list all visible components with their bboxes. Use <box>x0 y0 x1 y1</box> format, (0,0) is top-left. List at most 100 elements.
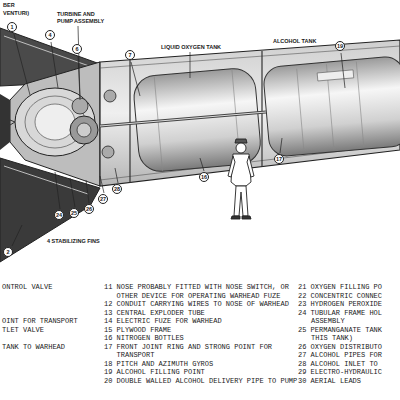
label-holder: 2 <box>3 247 13 257</box>
label-holder: 27 ALCOHOL PIPES FOR <box>298 351 382 360</box>
label-holder: ALCOHOL TANK <box>272 38 318 45</box>
legend-entry: 17 FRONT JOINT RING AND STRONG POINT FOR… <box>104 343 307 360</box>
label-holder: 21 OXYGEN FILLING PO <box>298 283 382 292</box>
label-holder: 23 HYDROGEN PEROXIDE <box>298 300 382 309</box>
legend-entry: 27 ALCOHOL PIPES FOR <box>298 351 382 360</box>
label-holder: 16 NITROGEN BOTTLES <box>104 334 307 343</box>
part-label: BER <box>2 2 16 9</box>
label-holder: THIS TANK) <box>311 334 353 343</box>
callout-number: 6 <box>72 44 82 54</box>
callout-number: 25 <box>69 208 79 218</box>
callout-number: 26 <box>84 204 94 214</box>
legend-entry: OINT FOR TRANSPORT <box>2 317 78 326</box>
label-holder: 4 STABILIZING FINS <box>46 238 101 245</box>
label-holder: 25 <box>69 208 79 218</box>
tail-section <box>10 62 100 186</box>
legend-entry: 26 OXYGEN DISTRIBUTO <box>298 343 382 352</box>
legend-entry: ONTROL VALVE <box>2 283 52 292</box>
label-holder: TURBINE AND PUMP ASSEMBLY <box>56 11 106 24</box>
label-holder: 22 CONCENTRIC CONNEC <box>298 292 382 301</box>
label-holder: 12 CONDUIT CARRYING WIRES TO NOSE OF WAR… <box>104 300 307 309</box>
label-holder: 26 OXYGEN DISTRIBUTO <box>298 343 382 352</box>
alcohol-delivery-pipe <box>100 112 266 126</box>
turbine-pump <box>70 116 98 144</box>
callout-number: 2 <box>3 247 13 257</box>
label-holder: 11 NOSE PROBABLY FITTED WITH NOSE SWITCH… <box>104 283 307 300</box>
legend-entry: 14 ELECTRIC FUZE FOR WARHEAD <box>104 317 307 326</box>
legend-entry: 15 PLYWOOD FRAME <box>104 326 307 335</box>
legend-entry: 11 NOSE PROBABLY FITTED WITH NOSE SWITCH… <box>104 283 307 300</box>
label-holder: 17 FRONT JOINT RING AND STRONG POINT FOR… <box>104 343 307 360</box>
callout-number: 16 <box>199 172 209 182</box>
exhaust-nozzle <box>0 94 10 150</box>
callout-number: 17 <box>274 154 284 164</box>
label-holder: TLET VALVE <box>2 326 44 335</box>
label-holder: 19 <box>335 41 345 51</box>
callout-number: 4 <box>45 30 55 40</box>
alcohol-tank <box>262 56 400 158</box>
legend-entry: 30 AERIAL LEADS <box>298 377 361 386</box>
label-holder: 6 <box>72 44 82 54</box>
label-holder: ASSEMBLY <box>311 317 345 326</box>
label-holder: 18 PITCH AND AZIMUTH GYROS <box>104 360 307 369</box>
label-holder: 19 ALCOHOL FILLING POINT <box>104 368 307 377</box>
label-holder: 1 <box>7 22 17 32</box>
label-holder: VENTURI) <box>2 10 30 17</box>
hydrogen-peroxide-tank <box>102 146 114 158</box>
part-label: 4 STABILIZING FINS <box>46 238 101 245</box>
label-holder: 15 PLYWOOD FRAME <box>104 326 307 335</box>
callout-number: 24 <box>54 210 64 220</box>
legend-entry: 23 HYDROGEN PEROXIDE <box>298 300 382 309</box>
label-holder: ONTROL VALVE <box>2 283 52 292</box>
legend-entry: 24 TUBULAR FRAME HOL <box>298 309 382 318</box>
label-holder: 26 <box>84 204 94 214</box>
legend-entry: 21 OXYGEN FILLING PO <box>298 283 382 292</box>
legend-entry: 16 NITROGEN BOTTLES <box>104 334 307 343</box>
part-label: TURBINE AND PUMP ASSEMBLY <box>56 11 106 24</box>
label-holder: LIQUID OXYGEN TANK <box>160 44 222 51</box>
legend-entry: 25 PERMANGANATE TANK <box>298 326 382 335</box>
part-label: LIQUID OXYGEN TANK <box>160 44 222 51</box>
callout-number: 1 <box>7 22 17 32</box>
legend-entry: 22 CONCENTRIC CONNEC <box>298 292 382 301</box>
label-holder: 4 <box>45 30 55 40</box>
part-label: VENTURI) <box>2 10 30 17</box>
label-holder: 17 <box>274 154 284 164</box>
callout-number: 19 <box>335 41 345 51</box>
label-holder: 24 <box>54 210 64 220</box>
label-holder: 16 <box>199 172 209 182</box>
label-holder: 27 <box>98 194 108 204</box>
legend-entry: TLET VALVE <box>2 326 44 335</box>
label-holder: 25 PERMANGANATE TANK <box>298 326 382 335</box>
label-holder: 7 <box>125 50 135 60</box>
part-label: ALCOHOL TANK <box>272 38 318 45</box>
label-holder: 20 DOUBLE WALLED ALCOHOL DELIVERY PIPE T… <box>104 377 307 386</box>
label-holder: BER <box>2 2 16 9</box>
legend-entry: 13 CENTRAL EXPLODER TUBE <box>104 309 307 318</box>
legend-entry: TANK TO WARHEAD <box>2 343 65 352</box>
permanganate-tank <box>104 90 116 102</box>
legend-entry: 18 PITCH AND AZIMUTH GYROS <box>104 360 307 369</box>
label-holder: 29 ELECTRO-HYDRAULIC <box>298 368 382 377</box>
label-holder: 13 CENTRAL EXPLODER TUBE <box>104 309 307 318</box>
legend-entry: 28 ALCOHOL INLET TO <box>298 360 378 369</box>
label-holder: 24 TUBULAR FRAME HOL <box>298 309 382 318</box>
legend-entry: 29 ELECTRO-HYDRAULIC <box>298 368 382 377</box>
human-figure <box>228 139 254 219</box>
legend-entry: 12 CONDUIT CARRYING WIRES TO NOSE OF WAR… <box>104 300 307 309</box>
callout-number: 27 <box>98 194 108 204</box>
label-holder: OINT FOR TRANSPORT <box>2 317 78 326</box>
label-holder: 14 ELECTRIC FUZE FOR WARHEAD <box>104 317 307 326</box>
legend-entry: THIS TANK) <box>311 334 353 343</box>
legend-entry: ASSEMBLY <box>311 317 345 326</box>
callout-number: 28 <box>112 184 122 194</box>
label-holder: TANK TO WARHEAD <box>2 343 65 352</box>
legend-entry: 19 ALCOHOL FILLING POINT <box>104 368 307 377</box>
leader-lines <box>12 26 345 246</box>
legend-entry: 20 DOUBLE WALLED ALCOHOL DELIVERY PIPE T… <box>104 377 307 386</box>
label-holder: 28 <box>112 184 122 194</box>
callout-number: 7 <box>125 50 135 60</box>
label-holder: 28 ALCOHOL INLET TO <box>298 360 378 369</box>
label-holder: 30 AERIAL LEADS <box>298 377 361 386</box>
